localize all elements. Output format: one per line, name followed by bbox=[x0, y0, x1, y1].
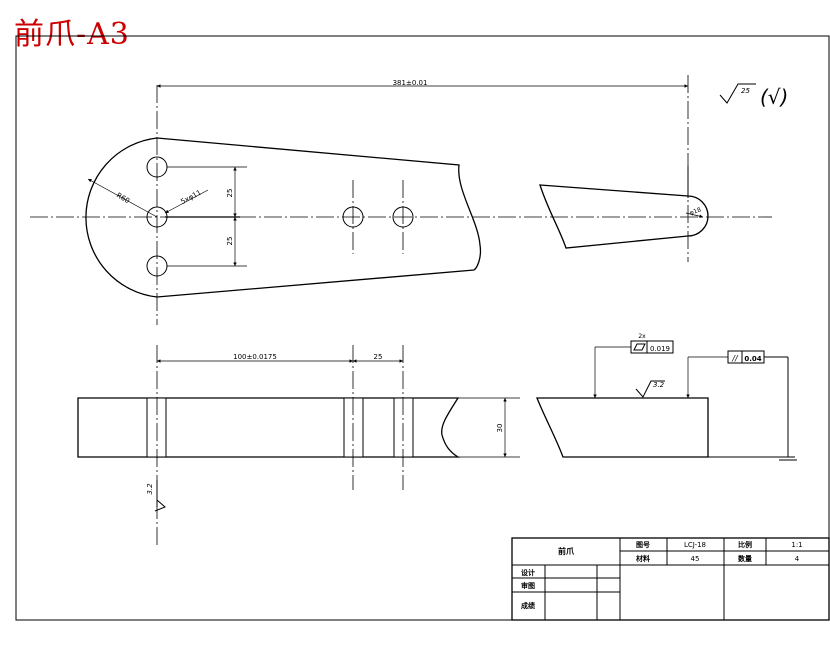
title-block bbox=[511, 537, 830, 621]
flatness-label: 2x bbox=[638, 333, 646, 340]
hole-mid-1 bbox=[342, 206, 364, 228]
sheet-title: 前爪-A3 bbox=[14, 17, 130, 52]
hole-mid-2 bbox=[392, 206, 414, 228]
tb-review-label: 审图 bbox=[521, 581, 535, 590]
small-spacing-dim: 25 bbox=[374, 353, 383, 361]
parallel-value: 0.04 bbox=[744, 355, 761, 363]
hole-dia-dim: 5xφ11 bbox=[179, 189, 202, 206]
drawing-border bbox=[15, 35, 830, 621]
tb-product-label: 成绩 bbox=[521, 601, 535, 610]
hole-spacing-dim: 100±0.0175 bbox=[233, 353, 277, 361]
tb-part-name: 前爪 bbox=[558, 546, 575, 556]
top-finish-value: 3.2 bbox=[653, 381, 665, 389]
tb-scale-label: 比例 bbox=[738, 540, 752, 549]
general-finish-value: 25 bbox=[741, 87, 750, 95]
flatness-value: 0.019 bbox=[650, 345, 670, 353]
top-view bbox=[30, 75, 772, 325]
tip-dia-dim: φ18 bbox=[689, 206, 702, 217]
general-finish-symbol bbox=[719, 83, 756, 104]
tb-material-label: 材料 bbox=[635, 554, 650, 563]
tb-scale: 1:1 bbox=[791, 541, 802, 549]
side-section-view bbox=[536, 340, 797, 461]
tb-drawing-no-label: 图号 bbox=[636, 540, 650, 549]
parallel-symbol: // bbox=[731, 354, 739, 363]
lower-offset-dim: 25 bbox=[226, 237, 234, 246]
overall-length-dim: 381±0.01 bbox=[393, 79, 428, 87]
tb-quantity: 4 bbox=[795, 555, 800, 563]
tb-material: 45 bbox=[691, 555, 700, 563]
tb-design-label: 设计 bbox=[521, 568, 535, 577]
tb-quantity-label: 数量 bbox=[738, 554, 752, 563]
left-finish-value: 3.2 bbox=[146, 483, 154, 495]
upper-offset-dim: 25 bbox=[226, 189, 234, 198]
general-finish-paren: (√) bbox=[760, 85, 788, 109]
tb-drawing-no: LCJ-18 bbox=[684, 541, 706, 549]
front-section-view bbox=[77, 345, 520, 545]
radius-dim: R60 bbox=[115, 191, 131, 205]
thickness-dim: 30 bbox=[496, 424, 504, 433]
